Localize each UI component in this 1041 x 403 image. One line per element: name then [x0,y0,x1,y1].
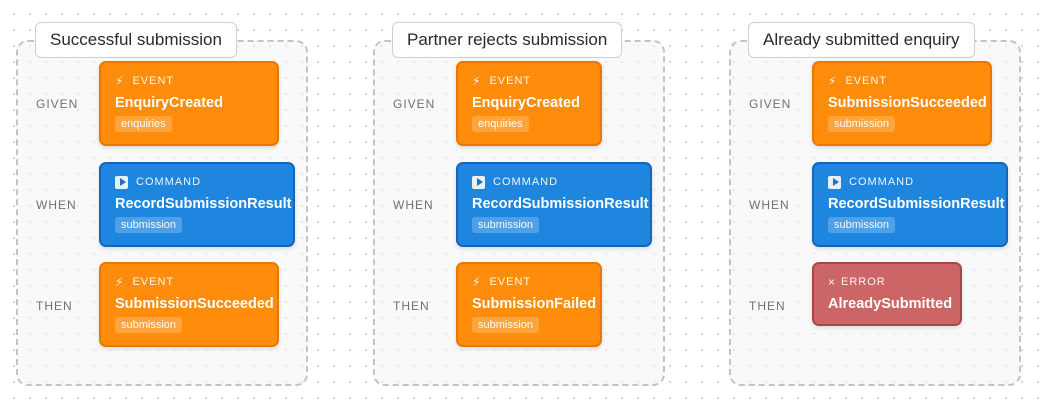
event-card[interactable]: ⚡ EVENT SubmissionFailed submission [456,262,602,347]
card-name: RecordSubmissionResult [115,196,292,212]
card-name: SubmissionSucceeded [828,95,987,111]
card-name: RecordSubmissionResult [472,196,649,212]
card-tag: submission [828,116,896,132]
lightning-icon: ⚡ [115,74,125,88]
card-tag: submission [472,317,540,333]
then-label: THEN [749,299,786,313]
event-card[interactable]: ⚡ EVENT EnquiryCreated enquiries [99,61,279,146]
event-card[interactable]: ⚡ EVENT SubmissionSucceeded submission [99,262,279,347]
scenario-partner-rejects-submission: Partner rejects submission GIVEN ⚡ EVENT … [357,0,677,403]
card-kind: COMMAND [849,176,915,188]
command-card[interactable]: COMMAND RecordSubmissionResult submissio… [456,162,652,247]
card-kind: EVENT [489,276,532,288]
play-icon [115,175,128,189]
card-name: SubmissionFailed [472,296,597,312]
scenario-title: Successful submission [35,22,237,58]
card-kind: ERROR [841,276,886,288]
lightning-icon: ⚡ [115,275,125,289]
when-label: WHEN [393,198,434,212]
command-card[interactable]: COMMAND RecordSubmissionResult submissio… [812,162,1008,247]
card-kind: EVENT [132,75,175,87]
cross-icon: × [828,275,837,289]
play-icon [472,175,485,189]
card-kind: EVENT [132,276,175,288]
scenario-already-submitted-enquiry: Already submitted enquiry GIVEN ⚡ EVENT S… [714,0,1034,403]
given-label: GIVEN [393,97,436,111]
scenario-title: Already submitted enquiry [748,22,975,58]
card-tag: submission [115,317,183,333]
event-card[interactable]: ⚡ EVENT SubmissionSucceeded submission [812,61,992,146]
card-kind: EVENT [489,75,532,87]
card-name: EnquiryCreated [472,95,580,111]
lightning-icon: ⚡ [472,74,482,88]
card-tag: enquiries [115,116,172,132]
error-card[interactable]: × ERROR AlreadySubmitted [812,262,962,326]
event-card[interactable]: ⚡ EVENT EnquiryCreated enquiries [456,61,602,146]
play-icon [828,175,841,189]
then-label: THEN [393,299,430,313]
given-label: GIVEN [36,97,79,111]
card-tag: submission [472,217,540,233]
card-tag: submission [115,217,183,233]
when-label: WHEN [36,198,77,212]
scenario-successful-submission: Successful submission GIVEN ⚡ EVENT Enqui… [0,0,320,403]
card-kind: EVENT [845,75,888,87]
card-name: SubmissionSucceeded [115,296,274,312]
card-tag: enquiries [472,116,529,132]
card-tag: submission [828,217,896,233]
command-card[interactable]: COMMAND RecordSubmissionResult submissio… [99,162,295,247]
card-kind: COMMAND [493,176,559,188]
then-label: THEN [36,299,73,313]
when-label: WHEN [749,198,790,212]
scenario-title: Partner rejects submission [392,22,623,58]
lightning-icon: ⚡ [472,275,482,289]
card-name: EnquiryCreated [115,95,223,111]
given-label: GIVEN [749,97,792,111]
lightning-icon: ⚡ [828,74,838,88]
card-kind: COMMAND [136,176,202,188]
card-name: RecordSubmissionResult [828,196,1005,212]
card-name: AlreadySubmitted [828,296,953,312]
